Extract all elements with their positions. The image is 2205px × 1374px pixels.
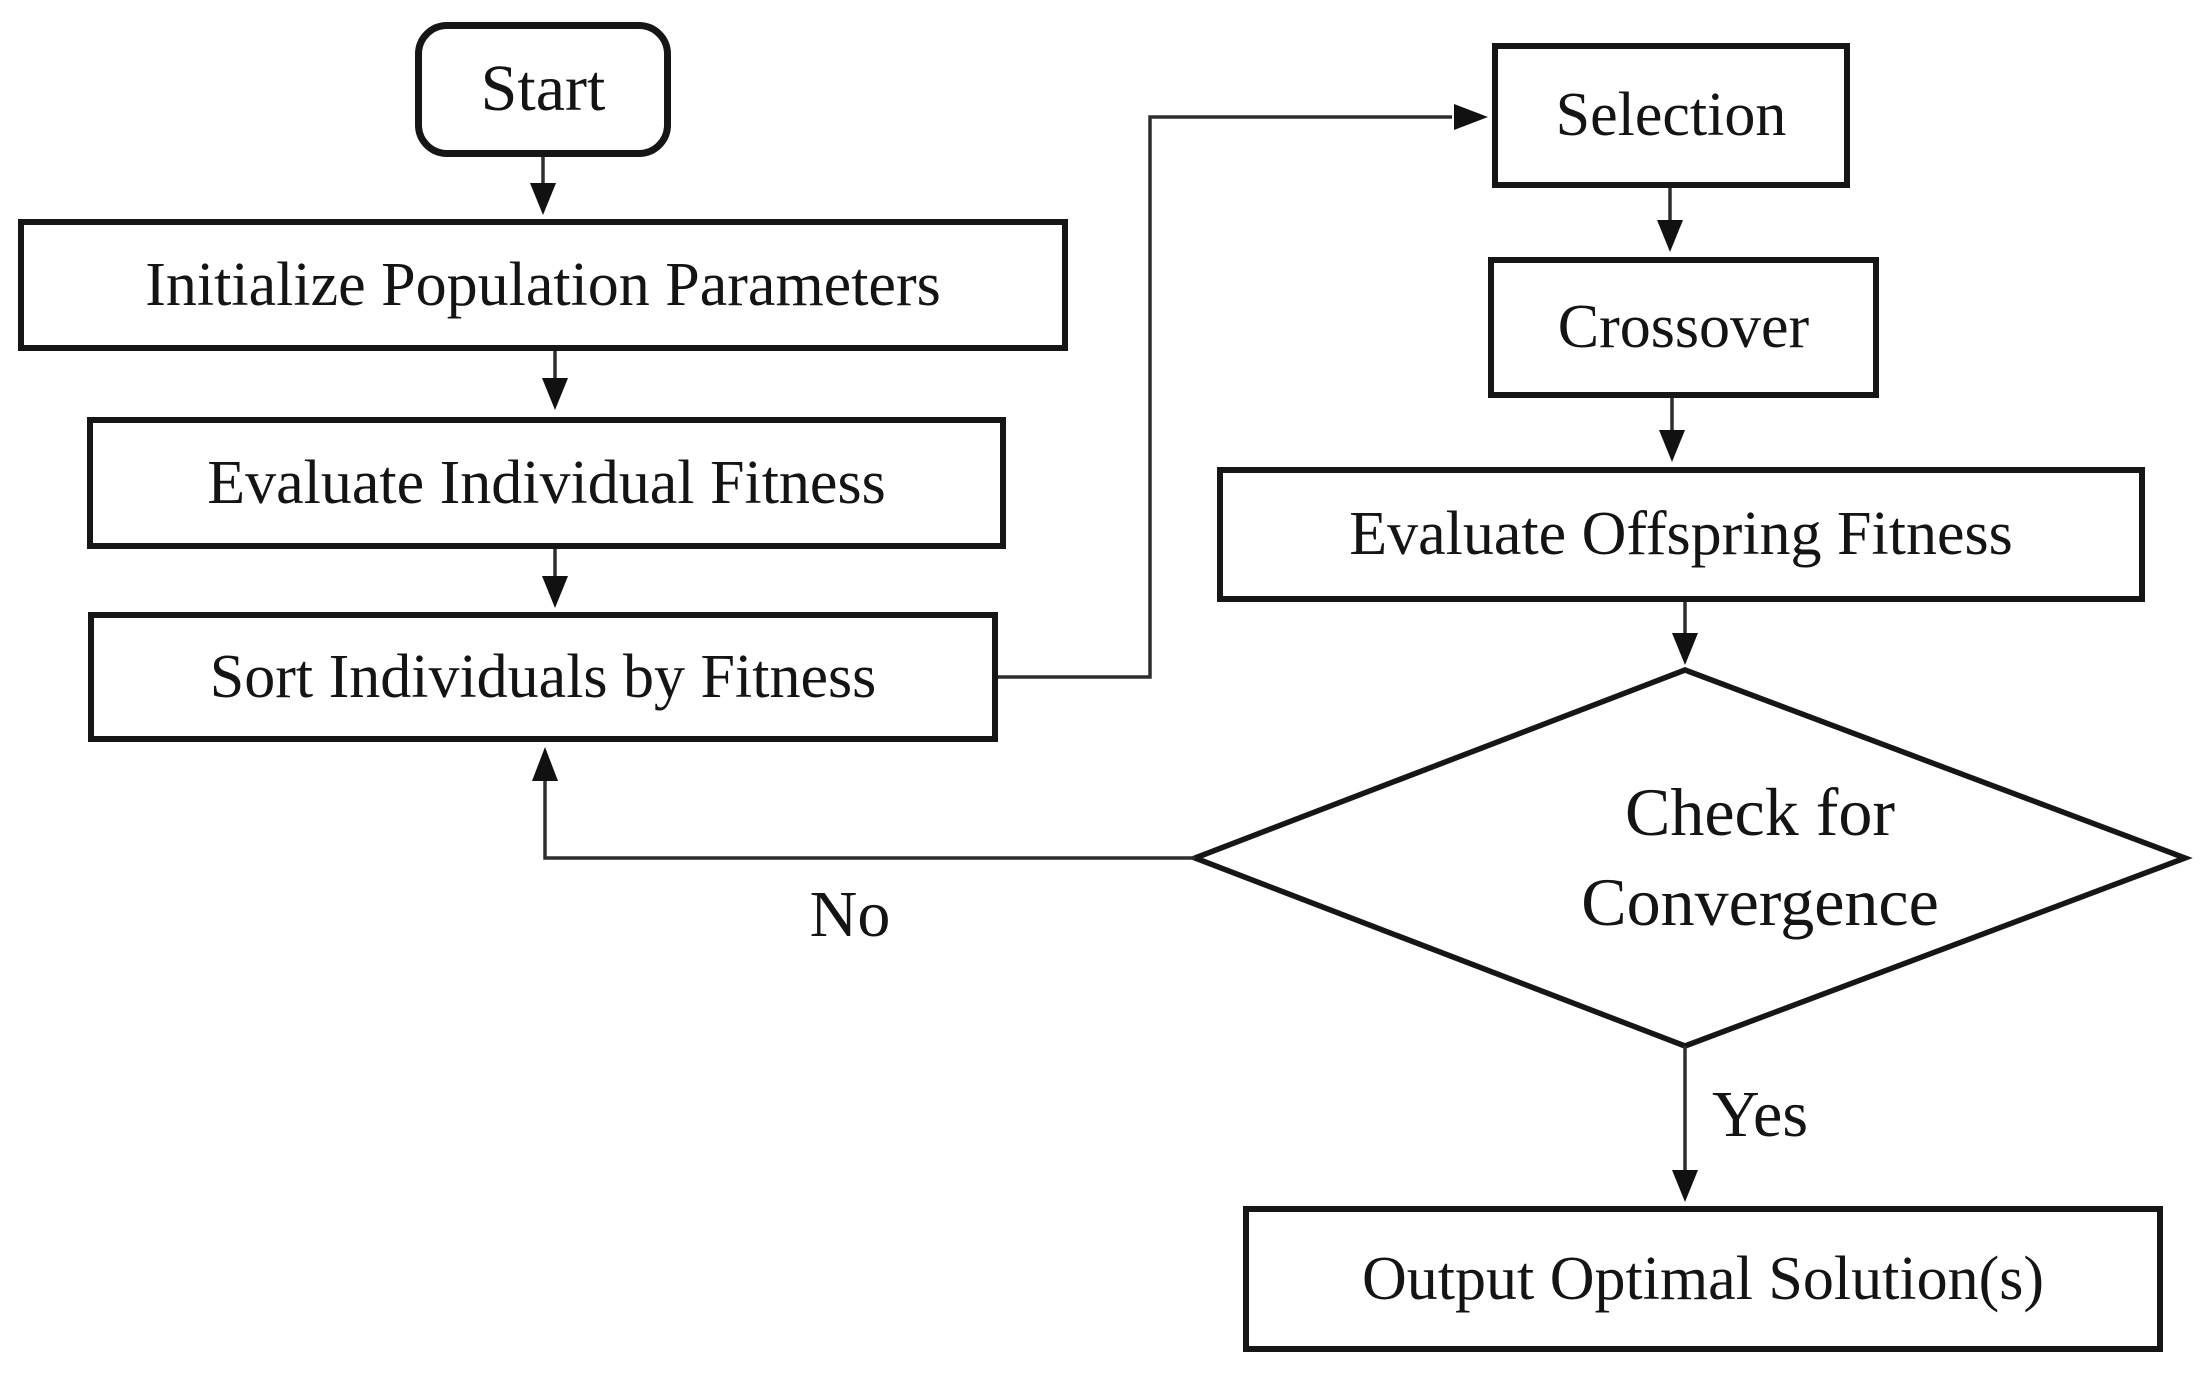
branch-label-yes: Yes — [1712, 1078, 1809, 1151]
arrowhead-up-icon — [532, 747, 558, 781]
arrowhead-down-icon — [1672, 1170, 1698, 1202]
edge-start-init — [530, 157, 556, 215]
arrowhead-down-icon — [542, 576, 568, 608]
node-initialize-population-parameters: Initialize Population Parameters — [18, 219, 1068, 351]
edge-eval-individual-sort — [542, 549, 568, 608]
arrowhead-down-icon — [1672, 633, 1698, 665]
edge-init-eval-individual — [542, 351, 568, 410]
check-convergence-line1: Check for — [1624, 774, 1895, 851]
node-evaluate-offspring-fitness: Evaluate Offspring Fitness — [1217, 467, 2145, 602]
node-selection: Selection — [1492, 43, 1850, 188]
node-crossover: Crossover — [1488, 257, 1879, 398]
edge-convergence-output-yes — [1672, 1046, 1698, 1202]
edge-convergence-sort-no — [532, 747, 1195, 860]
node-sort-individuals-by-fitness: Sort Individuals by Fitness — [88, 612, 998, 742]
arrowhead-down-icon — [1659, 430, 1685, 462]
node-start: Start — [415, 22, 671, 157]
arrowhead-down-icon — [542, 378, 568, 410]
check-convergence-line2: Convergence — [1581, 864, 1939, 940]
node-check-convergence-label: Check for Convergence — [1455, 762, 2065, 954]
node-output-optimal-solutions: Output Optimal Solution(s) — [1243, 1206, 2163, 1352]
edge-sort-selection — [998, 104, 1488, 679]
edge-crossover-eval-offspring — [1659, 398, 1685, 462]
arrowhead-down-icon — [1657, 220, 1683, 252]
arrowhead-down-icon — [530, 183, 556, 215]
branch-label-no: No — [809, 878, 891, 951]
edge-selection-crossover — [1657, 188, 1683, 252]
edge-eval-offspring-convergence — [1672, 602, 1698, 665]
arrowhead-right-icon — [1454, 104, 1488, 130]
node-evaluate-individual-fitness: Evaluate Individual Fitness — [87, 417, 1006, 549]
